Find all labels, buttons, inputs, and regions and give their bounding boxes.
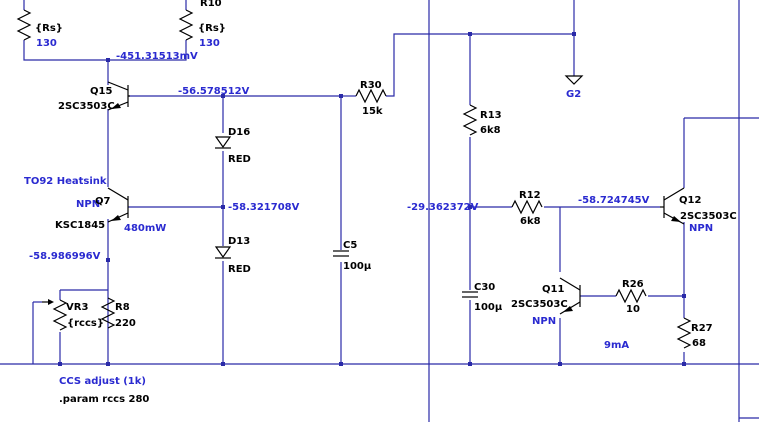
r-left-value: {Rs} bbox=[35, 23, 63, 34]
component-labels: R10 {Rs} 130 {Rs} 130 Q15 2SC3503C D16 R… bbox=[24, 0, 737, 349]
r26-value: 10 bbox=[626, 304, 640, 315]
v-d16-d13: -58.321708V bbox=[228, 202, 300, 213]
voltage-labels: -451.31513mV -56.578512V -58.321708V -58… bbox=[29, 51, 650, 262]
transistor-q7 bbox=[107, 187, 129, 223]
annotations: 9mA CCS adjust (1k) .param rccs 280 bbox=[59, 340, 629, 405]
diode-d13 bbox=[214, 246, 232, 259]
g2-ref: G2 bbox=[566, 89, 581, 100]
v-r13-node: -29.362372V bbox=[407, 202, 479, 213]
q7-power: 480mW bbox=[124, 223, 166, 234]
r30-value: 15k bbox=[362, 106, 383, 117]
v-rs-node: -451.31513mV bbox=[116, 51, 198, 62]
v-q15-base: -56.578512V bbox=[178, 86, 250, 97]
resistor-r30 bbox=[355, 88, 387, 104]
param-directive: .param rccs 280 bbox=[59, 394, 149, 405]
resistor-r26 bbox=[615, 288, 647, 304]
r13-ref: R13 bbox=[480, 110, 502, 121]
resistor-r13 bbox=[462, 104, 478, 136]
d16-model: RED bbox=[228, 154, 251, 165]
r26-ref: R26 bbox=[622, 279, 644, 290]
r-left-num: 130 bbox=[36, 38, 57, 49]
q7-type: NPN bbox=[76, 199, 100, 210]
resistor-r10 bbox=[178, 9, 194, 41]
q12-ref: Q12 bbox=[679, 195, 701, 206]
r27-ref: R27 bbox=[691, 323, 713, 334]
transistor-q11 bbox=[559, 277, 581, 315]
q15-ref: Q15 bbox=[90, 86, 112, 97]
c5-ref: C5 bbox=[343, 240, 357, 251]
r8-value: 220 bbox=[115, 318, 136, 329]
capacitor-c30 bbox=[462, 291, 478, 298]
q12-type: NPN bbox=[689, 223, 713, 234]
resistor-r12 bbox=[511, 199, 543, 215]
r12-ref: R12 bbox=[519, 190, 541, 201]
q12-model: 2SC3503C bbox=[680, 211, 737, 222]
transistor-q12 bbox=[660, 187, 685, 225]
r10-value: {Rs} bbox=[198, 23, 226, 34]
d13-model: RED bbox=[228, 264, 251, 275]
r8-ref: R8 bbox=[115, 302, 130, 313]
c30-value: 100µ bbox=[474, 302, 503, 313]
resistor-r8 bbox=[100, 297, 116, 329]
c30-ref: C30 bbox=[474, 282, 495, 293]
r12-value: 6k8 bbox=[520, 216, 541, 227]
ccs-adjust-label: CCS adjust (1k) bbox=[59, 376, 146, 387]
q15-model: 2SC3503C bbox=[58, 101, 115, 112]
transistor-q15 bbox=[107, 81, 130, 111]
q7-ref: Q7 bbox=[95, 196, 111, 207]
d13-ref: D13 bbox=[228, 236, 250, 247]
r10-num: 130 bbox=[199, 38, 220, 49]
d16-ref: D16 bbox=[228, 127, 250, 138]
r10-ref: R10 bbox=[200, 0, 222, 9]
q7-model: KSC1845 bbox=[55, 220, 105, 231]
c5-value: 100µ bbox=[343, 261, 372, 272]
vr3-value: {rccs} bbox=[67, 318, 104, 329]
ground-g2-icon bbox=[564, 75, 584, 85]
resistor-r27 bbox=[676, 317, 692, 349]
q11-ref: Q11 bbox=[542, 284, 564, 295]
v-q12-base: -58.724745V bbox=[578, 195, 650, 206]
vr3-ref: VR3 bbox=[66, 302, 88, 313]
q7-note: TO92 Heatsink bbox=[24, 176, 107, 187]
current-9ma: 9mA bbox=[604, 340, 629, 351]
capacitor-c5 bbox=[333, 250, 349, 257]
r27-value: 68 bbox=[692, 338, 706, 349]
q11-model: 2SC3503C bbox=[511, 299, 568, 310]
resistor-left-rs bbox=[16, 9, 32, 41]
junction-dots bbox=[58, 32, 686, 366]
v-r8-top: -58.986996V bbox=[29, 251, 101, 262]
r30-ref: R30 bbox=[360, 80, 382, 91]
potentiometer-vr3 bbox=[42, 299, 68, 331]
r13-value: 6k8 bbox=[480, 125, 501, 136]
q11-type: NPN bbox=[532, 316, 556, 327]
diode-d16 bbox=[214, 136, 232, 149]
